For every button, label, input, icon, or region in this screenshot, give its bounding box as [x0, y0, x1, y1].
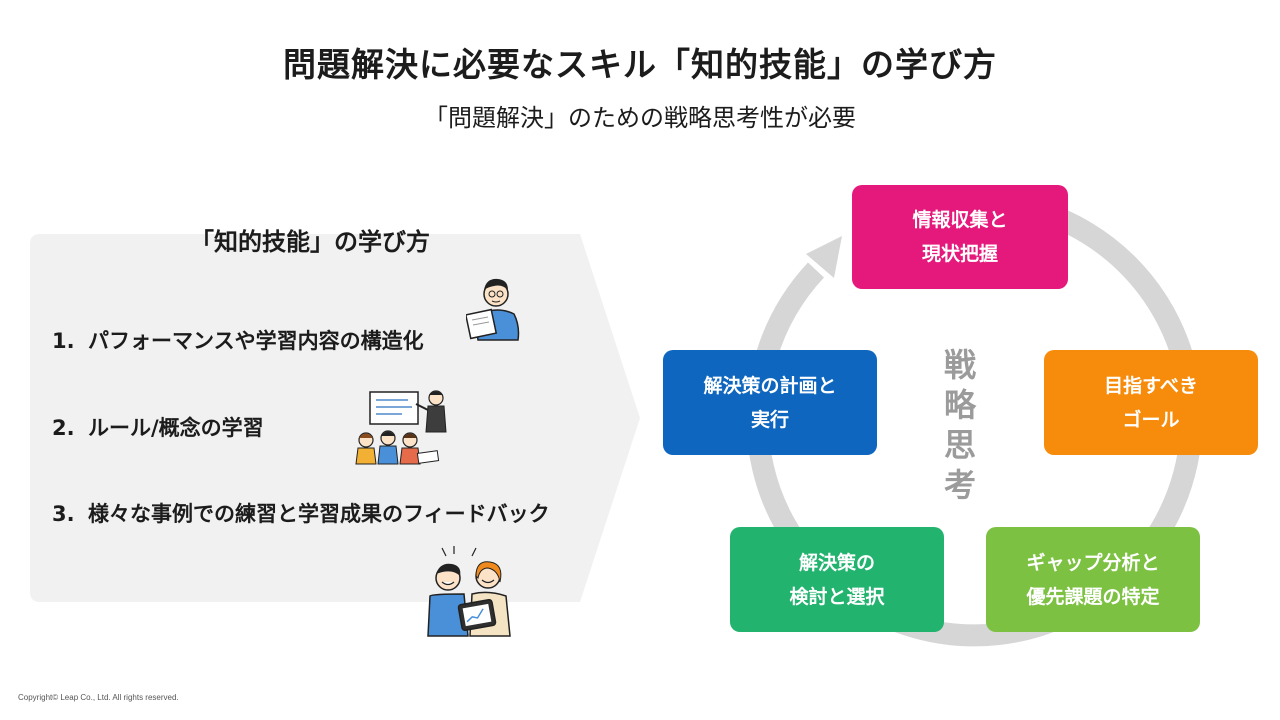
step-text: 様々な事例での練習と学習成果のフィードバック	[88, 502, 550, 526]
step-text: パフォーマンスや学習内容の構造化	[88, 329, 424, 353]
page-subtitle: 「問題解決」のための戦略思考性が必要	[424, 104, 856, 132]
presentation-illustration	[355, 390, 447, 465]
copyright-notice: Copyright© Leap Co., Ltd. All rights res…	[18, 693, 179, 702]
step-line: 目指すべき	[1104, 374, 1198, 397]
cycle-arrow-head	[806, 236, 842, 278]
cycle-step-info-gathering: 情報収集と 現状把握	[852, 185, 1068, 289]
step-line: 優先課題の特定	[1026, 585, 1160, 608]
step-line: 検討と選択	[789, 585, 885, 608]
step-line: 解決策の	[798, 551, 875, 574]
center-label-char: 思	[943, 426, 976, 464]
learning-step-2: 2. ルール/概念の学習	[52, 412, 264, 442]
step-line: ゴール	[1122, 408, 1180, 431]
step-line: 実行	[750, 408, 789, 431]
step-number: 3.	[52, 502, 75, 526]
cycle-step-gap-analysis: ギャップ分析と 優先課題の特定	[986, 527, 1200, 632]
cycle-step-plan-execution: 解決策の計画と 実行	[663, 350, 877, 455]
learning-step-3: 3. 様々な事例での練習と学習成果のフィードバック	[52, 498, 550, 528]
center-label-char: 戦	[943, 346, 976, 384]
cycle-step-solution-selection: 解決策の 検討と選択	[730, 527, 944, 632]
page-title: 問題解決に必要なスキル「知的技能」の学び方	[283, 45, 997, 84]
center-label-char: 略	[943, 386, 976, 424]
learning-step-1: 1. パフォーマンスや学習内容の構造化	[52, 325, 424, 355]
learning-panel-title: 「知的技能」の学び方	[190, 228, 430, 256]
step-text: ルール/概念の学習	[88, 416, 264, 440]
cycle-step-goal: 目指すべき ゴール	[1044, 350, 1258, 455]
strategy-center-label: 戦 略 思 考	[940, 345, 980, 505]
step-line: 情報収集と	[912, 209, 1008, 231]
step-line: 現状把握	[921, 243, 998, 265]
tablet-discussion-illustration	[427, 546, 511, 637]
person-reading-illustration	[466, 278, 520, 341]
step-line: 解決策の計画と	[703, 374, 837, 397]
step-line: ギャップ分析と	[1026, 551, 1160, 574]
step-number: 2.	[52, 416, 75, 440]
step-number: 1.	[52, 329, 75, 353]
center-label-char: 考	[943, 466, 976, 504]
